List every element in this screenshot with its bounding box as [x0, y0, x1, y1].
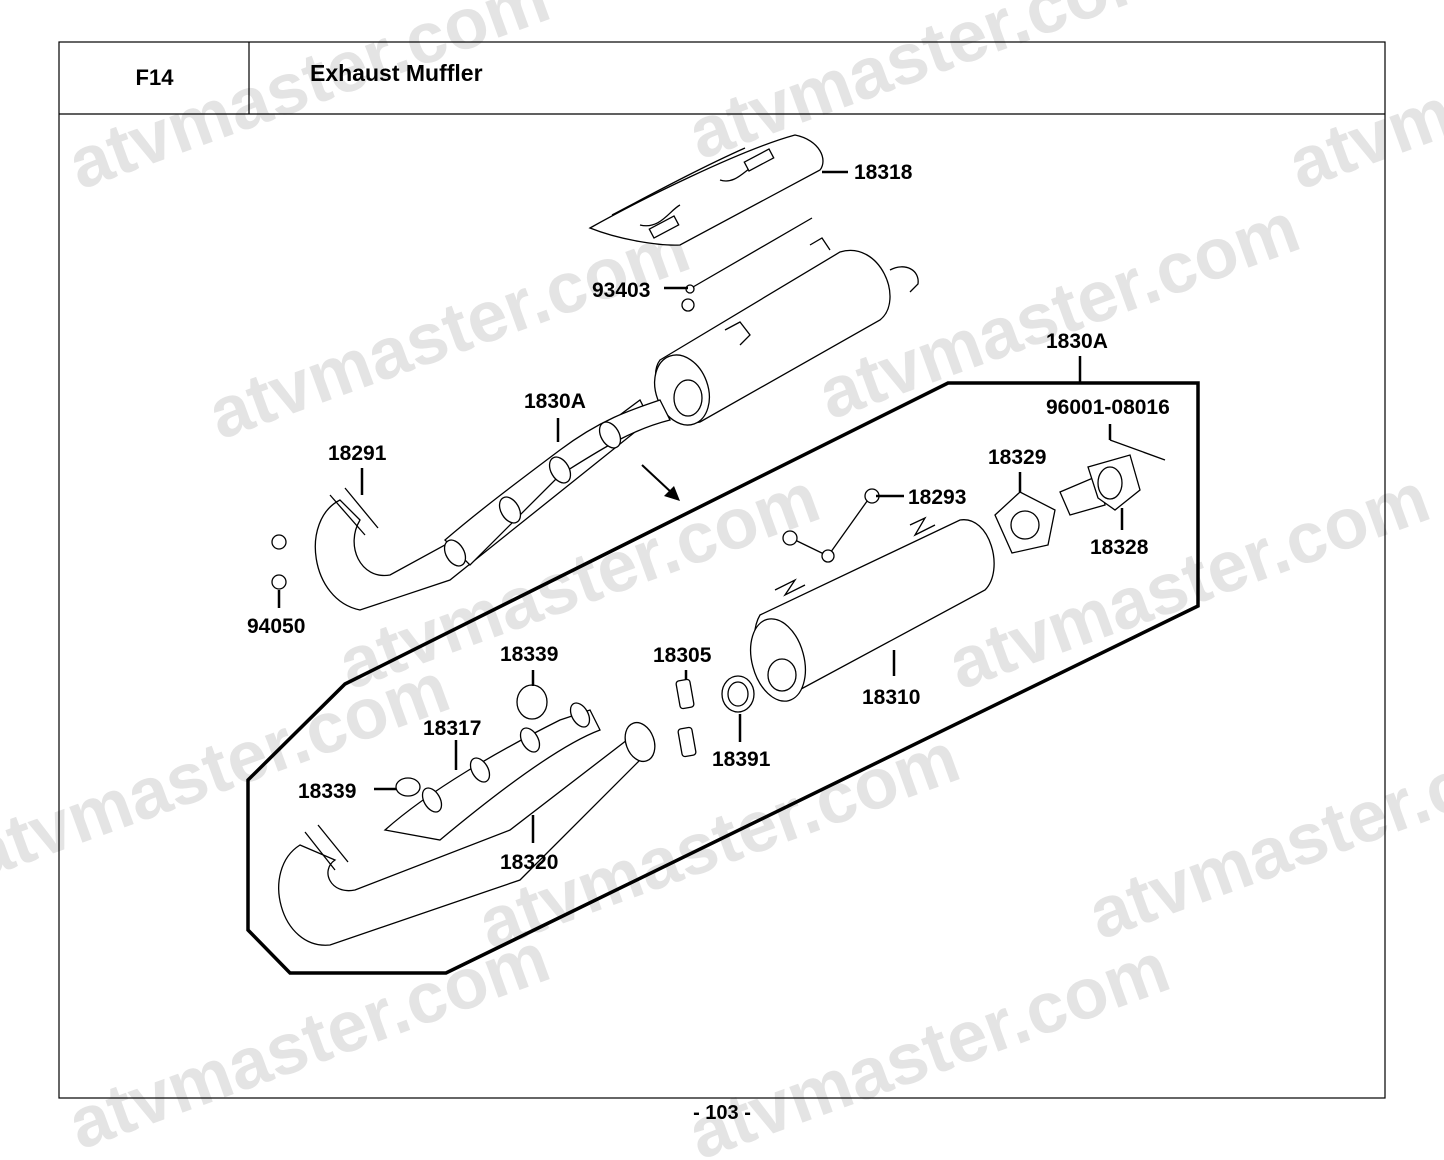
upper-muffler [653, 237, 919, 426]
part-label-18329: 18329 [988, 446, 1046, 469]
hanger-rod [692, 217, 813, 288]
grommet [681, 298, 695, 312]
lower-muffler [749, 516, 995, 702]
direction-arrow [641, 464, 680, 501]
part-label-94050: 94050 [247, 615, 305, 638]
springs-18305 [675, 678, 697, 758]
part-label-18317: 18317 [423, 717, 481, 740]
assembly-outline [246, 381, 1200, 975]
part-label-96001-08016: 96001-08016 [1046, 396, 1170, 419]
part-label-18318: 18318 [854, 161, 913, 184]
watermark-text: atvmaster.com [1278, 0, 1444, 205]
watermark-text: atvmaster.com [1078, 707, 1444, 955]
upper-header-pipe [314, 399, 671, 611]
page-frame [58, 41, 1386, 1099]
part-label-18339: 18339 [500, 643, 558, 666]
leader-lines [277, 170, 1124, 843]
part-label-18293: 18293 [908, 486, 966, 509]
part-label-18320: 18320 [500, 851, 558, 874]
part-label-1830a-assembly: 1830A [1046, 330, 1108, 353]
watermark-text: atvmaster.com [938, 457, 1439, 705]
part-label-18310: 18310 [862, 686, 920, 709]
part-label-93403: 93403 [592, 279, 650, 302]
gasket-18329 [994, 491, 1056, 554]
hanger-bracket [782, 488, 880, 563]
part-labels: 18318 93403 1830A 1830A 96001-08016 1829… [247, 161, 1170, 874]
heat-shield [588, 134, 824, 246]
gasket-18391 [721, 675, 755, 713]
page-title: Exhaust Muffler [310, 60, 483, 86]
watermark-text: atvmaster.com [0, 647, 459, 895]
section-code: F14 [135, 65, 174, 90]
lower-header-pipe [278, 702, 656, 946]
part-label-18328: 18328 [1090, 536, 1149, 559]
part-label-18391: 18391 [712, 748, 771, 771]
part-label-1830a: 1830A [524, 390, 586, 413]
part-label-18305: 18305 [653, 644, 712, 667]
flange-pipe-18328 [1059, 439, 1166, 516]
part-label-18339: 18339 [298, 780, 356, 803]
nuts [271, 534, 287, 590]
watermark-text: atvmaster.com [678, 927, 1179, 1160]
page-number: - 103 - [693, 1102, 751, 1124]
part-label-18291: 18291 [328, 442, 387, 465]
